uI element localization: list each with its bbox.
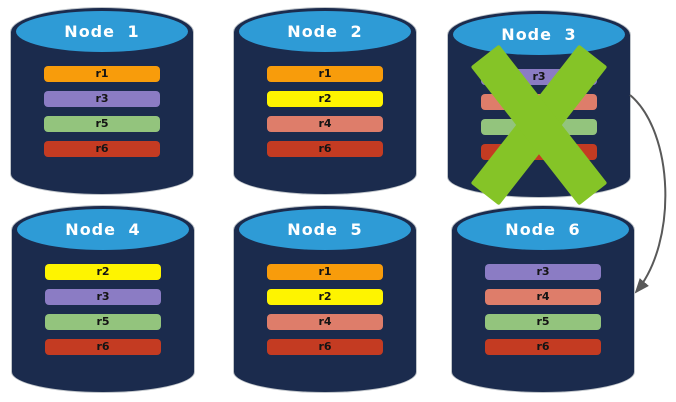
node-6-cylinder-top: Node 6 — [457, 209, 629, 250]
node-3-cylinder-top: Node 3 — [453, 14, 625, 55]
node-4-cylinder-top: Node 4 — [17, 209, 189, 250]
replica-bar: r4 — [485, 289, 601, 305]
node-4-title: Node 4 — [65, 220, 141, 239]
node-5-replicas: r1 r2 r4 r6 — [267, 264, 383, 355]
arrow-curve — [629, 94, 667, 294]
node-3-title: Node 3 — [501, 25, 577, 44]
replica-bar: r1 — [267, 264, 383, 280]
replica-bar: r6 — [44, 141, 160, 157]
replica-bar: r5 — [45, 314, 161, 330]
node-1-cylinder-top: Node 1 — [16, 11, 188, 52]
replica-bar: r3 — [44, 91, 160, 107]
node-2-cylinder-top: Node 2 — [239, 11, 411, 52]
replica-bar: r3 — [485, 264, 601, 280]
node-6-title: Node 6 — [505, 220, 581, 239]
replica-bar: r6 — [45, 339, 161, 355]
replica-bar: r5 — [485, 314, 601, 330]
node-4-replicas: r2 r3 r5 r6 — [45, 264, 161, 355]
node-2-cylinder: Node 2 r1 r2 r4 r6 — [234, 8, 416, 194]
replica-bar: r1 — [267, 66, 383, 82]
replica-bar: r4 — [267, 314, 383, 330]
replica-bar: r4 — [267, 116, 383, 132]
node-3-cylinder: Node 3 r3 r4 r5 r6 — [448, 11, 630, 206]
replica-bar: r6 — [485, 339, 601, 355]
node-6-replicas: r3 r4 r5 r6 — [485, 264, 601, 355]
replica-bar: r2 — [267, 91, 383, 107]
node-5-cylinder-top: Node 5 — [239, 209, 411, 250]
replica-bar: r1 — [44, 66, 160, 82]
node-5-cylinder: Node 5 r1 r2 r4 r6 — [234, 206, 416, 392]
node-6-cylinder: Node 6 r3 r4 r5 r6 — [452, 206, 634, 392]
node-1-cylinder: Node 1 r1 r3 r5 r6 — [11, 8, 193, 194]
replica-bar: r6 — [267, 339, 383, 355]
node-4-cylinder: Node 4 r2 r3 r5 r6 — [12, 206, 194, 392]
node-1-replicas: r1 r3 r5 r6 — [44, 66, 160, 157]
failure-x-icon — [470, 44, 607, 206]
node-2-title: Node 2 — [287, 22, 363, 41]
replica-bar: r2 — [45, 264, 161, 280]
replica-bar: r3 — [45, 289, 161, 305]
node-5-title: Node 5 — [287, 220, 363, 239]
replica-bar: r5 — [44, 116, 160, 132]
replica-bar: r2 — [267, 289, 383, 305]
node-1-title: Node 1 — [64, 22, 140, 41]
node-2-replicas: r1 r2 r4 r6 — [267, 66, 383, 157]
replica-bar: r6 — [267, 141, 383, 157]
